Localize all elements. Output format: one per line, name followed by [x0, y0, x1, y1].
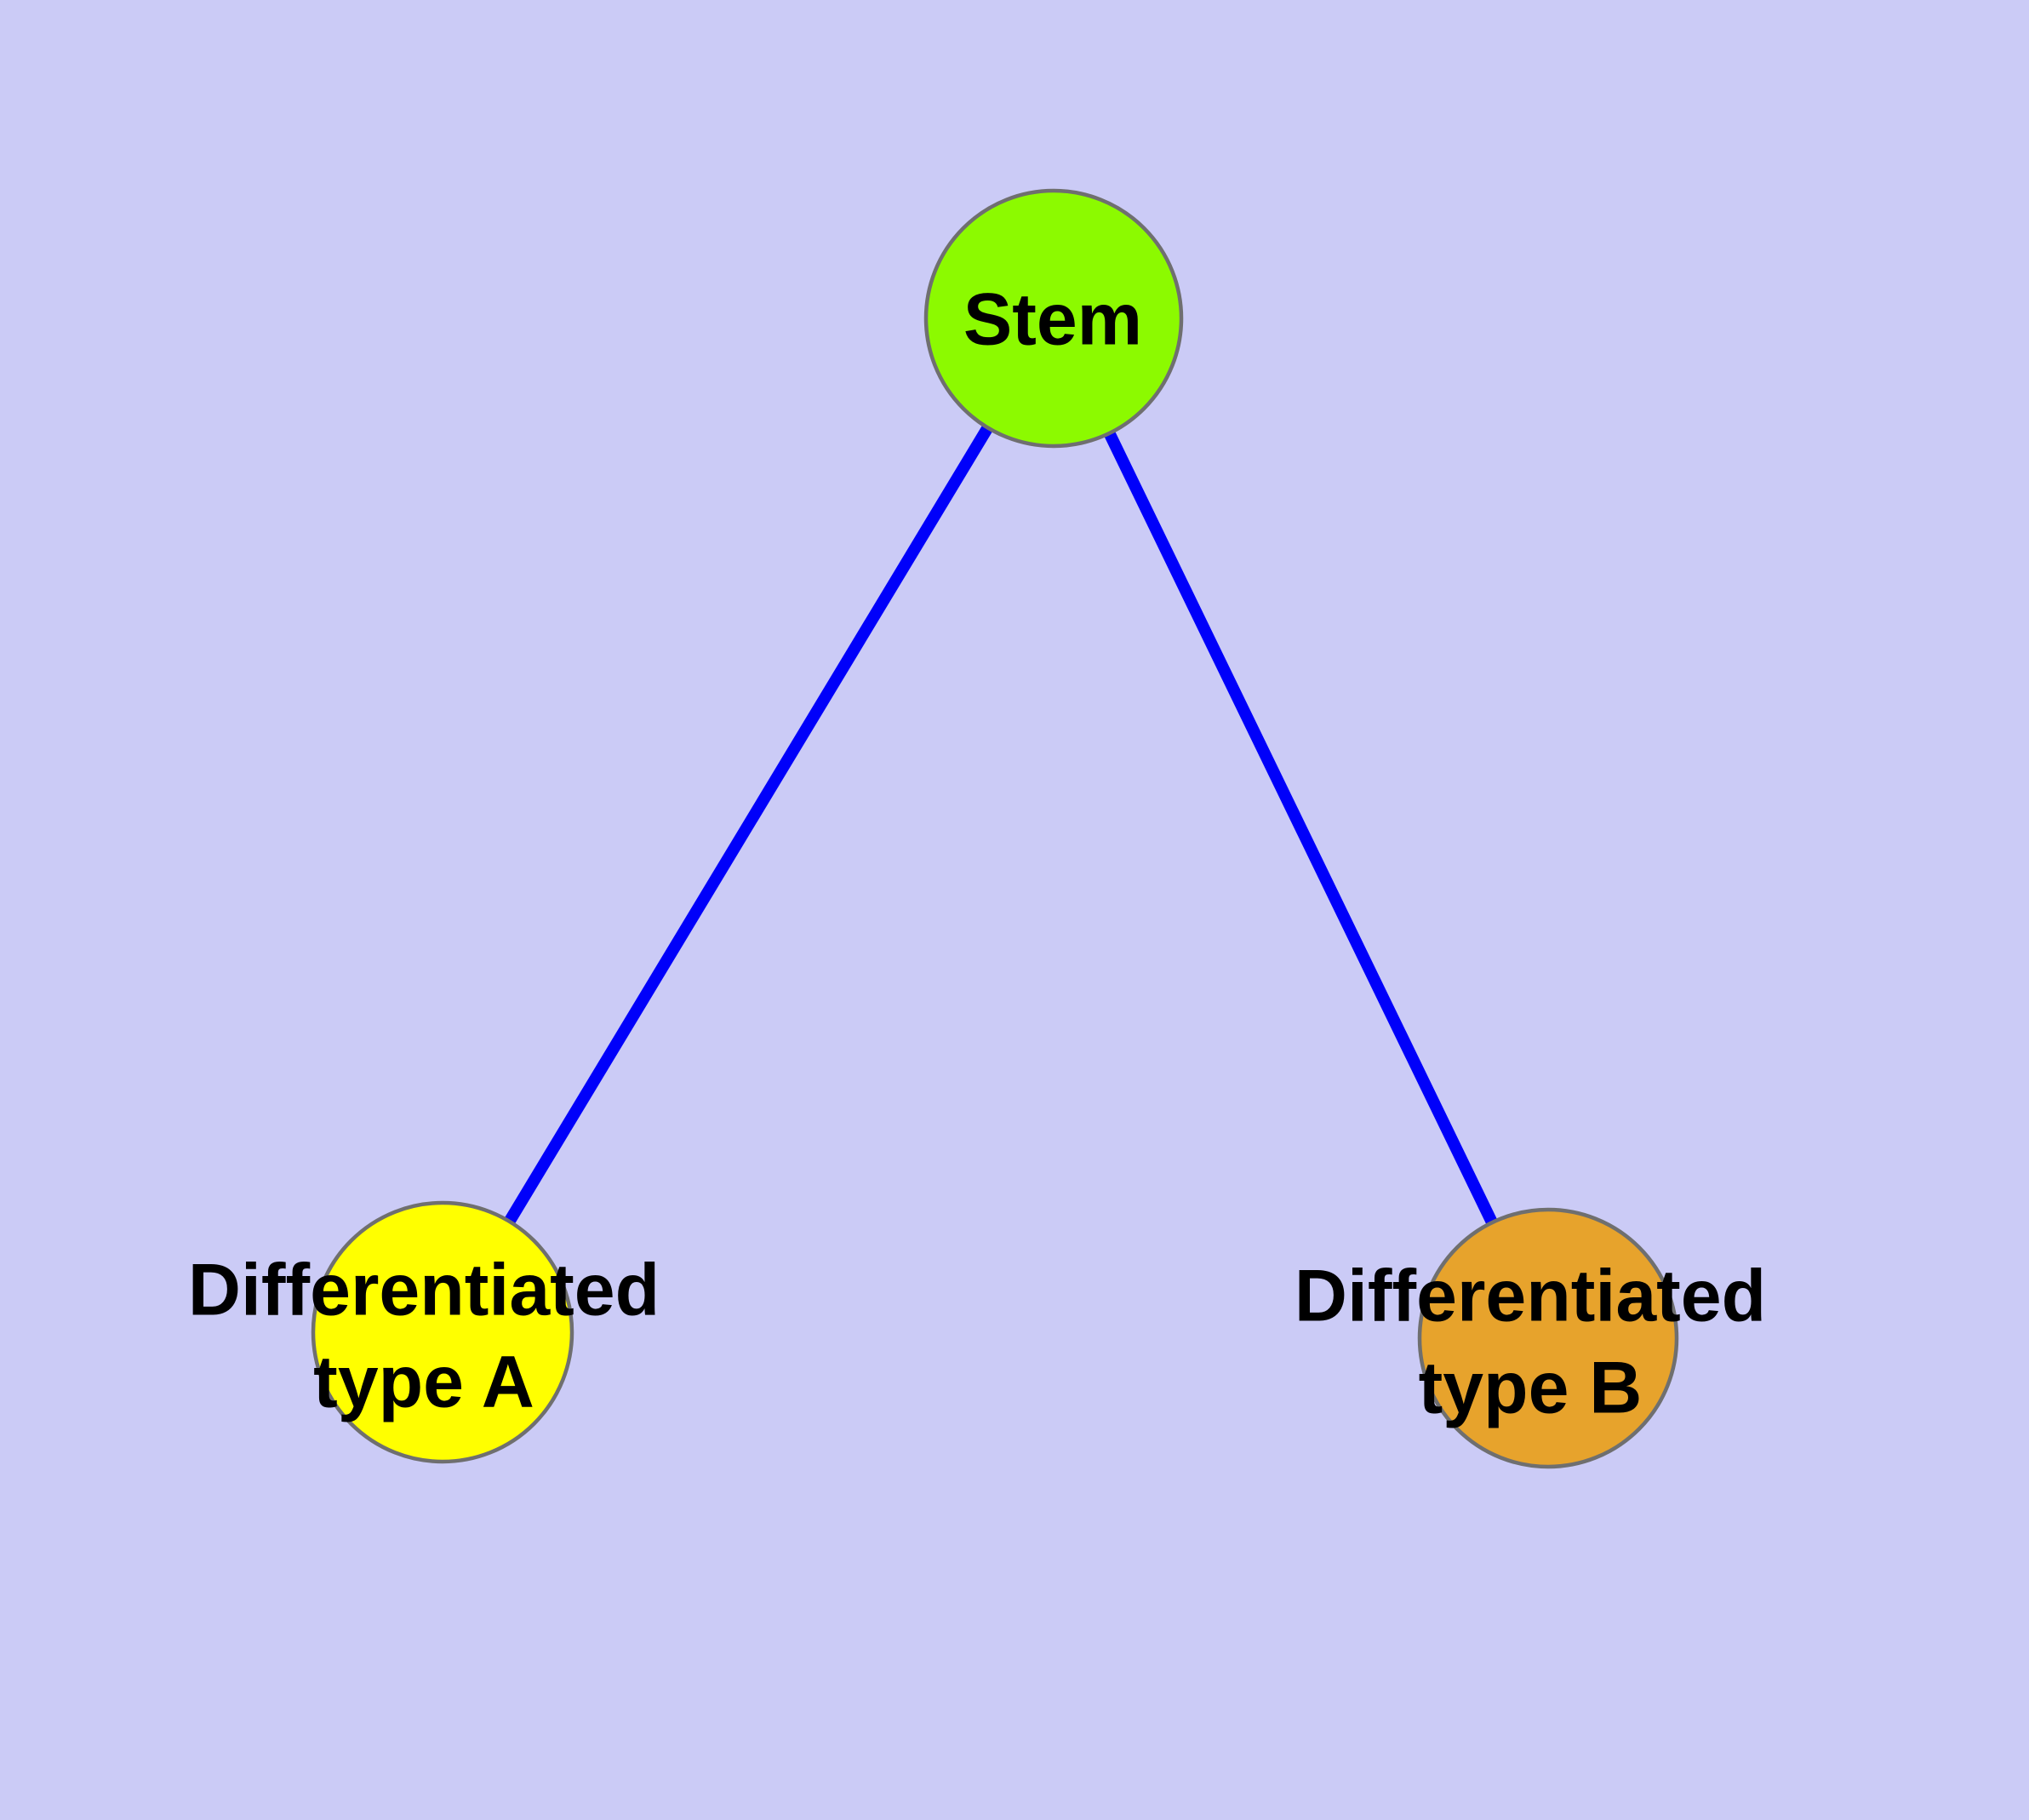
- node-label-stem-text: Stem: [963, 278, 1143, 361]
- node-circle-type-a: [311, 1200, 574, 1464]
- node-label-type-a-line1: Differentiated: [187, 1249, 660, 1331]
- node-circle-type-b: [1417, 1207, 1679, 1469]
- node-label-type-b: Differentiated type B: [1295, 1251, 1766, 1434]
- node-label-stem: Stem: [963, 274, 1142, 366]
- node-label-type-a: Differentiated type A: [188, 1245, 660, 1428]
- edge-stem-to-type-b: [1048, 315, 1554, 1342]
- node-label-type-b-line1: Differentiated: [1294, 1255, 1767, 1337]
- node-circle-stem: [923, 188, 1184, 449]
- edge-stem-to-type-a: [437, 315, 1059, 1336]
- node-label-type-a-line2: type A: [313, 1341, 534, 1422]
- node-label-type-b-line2: type B: [1418, 1347, 1643, 1428]
